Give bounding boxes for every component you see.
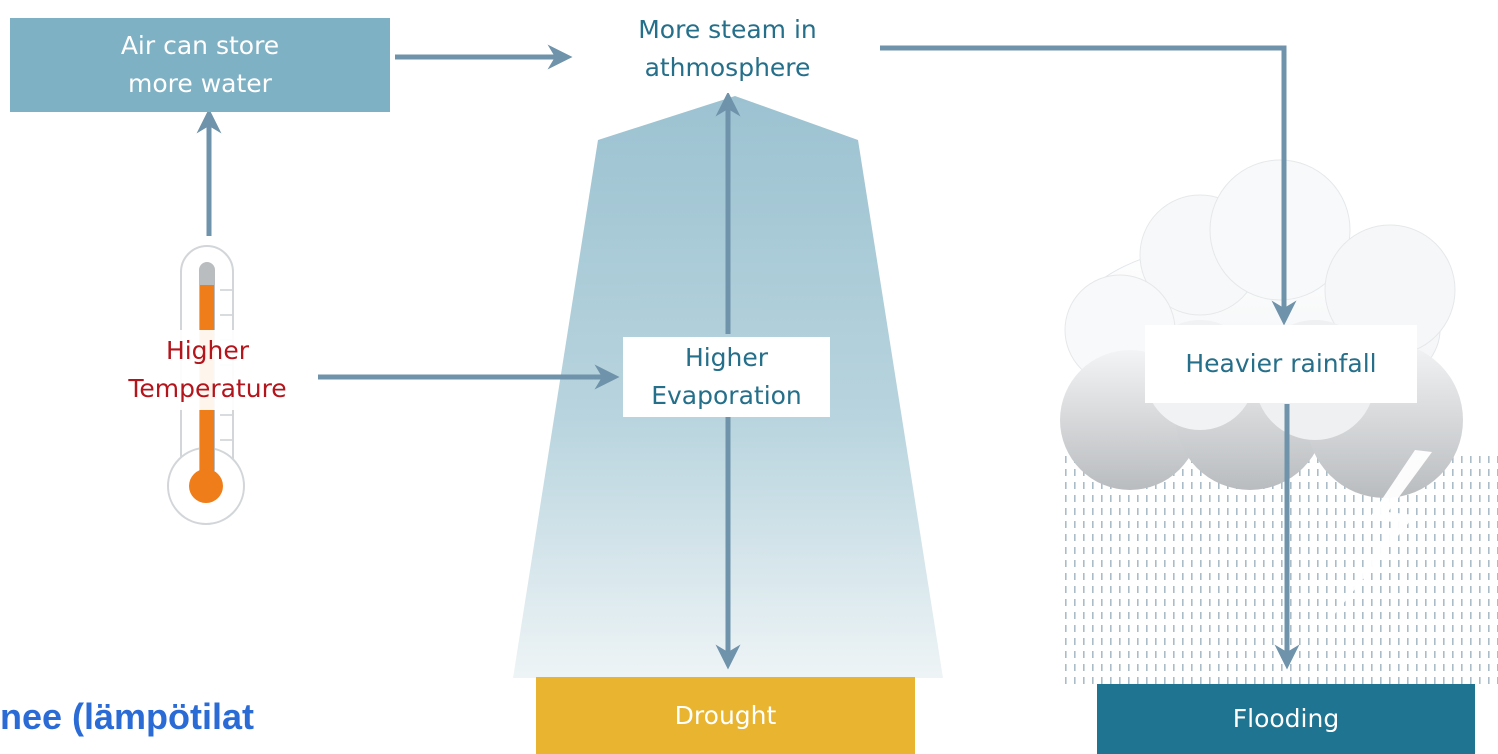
air-can-store-box: Air can store more water bbox=[10, 18, 390, 112]
higher-temperature-line2: Temperature bbox=[128, 374, 287, 403]
more-steam-line1: More steam in bbox=[638, 15, 817, 44]
air-can-store-line2: more water bbox=[128, 69, 272, 98]
more-steam-label: More steam in athmosphere bbox=[575, 5, 880, 93]
higher-evaporation-box: Higher Evaporation bbox=[623, 337, 830, 417]
higher-temperature-line1: Higher bbox=[165, 336, 250, 365]
bottom-caption: nee (lämpötilat bbox=[0, 696, 255, 737]
higher-evaporation-line1: Higher bbox=[684, 343, 769, 372]
heavier-rainfall-box: Heavier rainfall bbox=[1145, 325, 1417, 403]
flooding-box: Flooding bbox=[1097, 684, 1475, 754]
higher-evaporation-line2: Evaporation bbox=[651, 381, 802, 410]
drought-box: Drought bbox=[536, 677, 915, 754]
higher-temperature-label: Higher Temperature bbox=[110, 330, 305, 410]
heavier-rainfall-label: Heavier rainfall bbox=[1185, 349, 1377, 378]
flooding-label: Flooding bbox=[1232, 704, 1340, 733]
drought-label: Drought bbox=[674, 700, 777, 730]
air-can-store-line1: Air can store bbox=[120, 31, 280, 60]
more-steam-line2: athmosphere bbox=[644, 53, 811, 82]
arrow-steam-to-rain bbox=[880, 45, 1297, 326]
